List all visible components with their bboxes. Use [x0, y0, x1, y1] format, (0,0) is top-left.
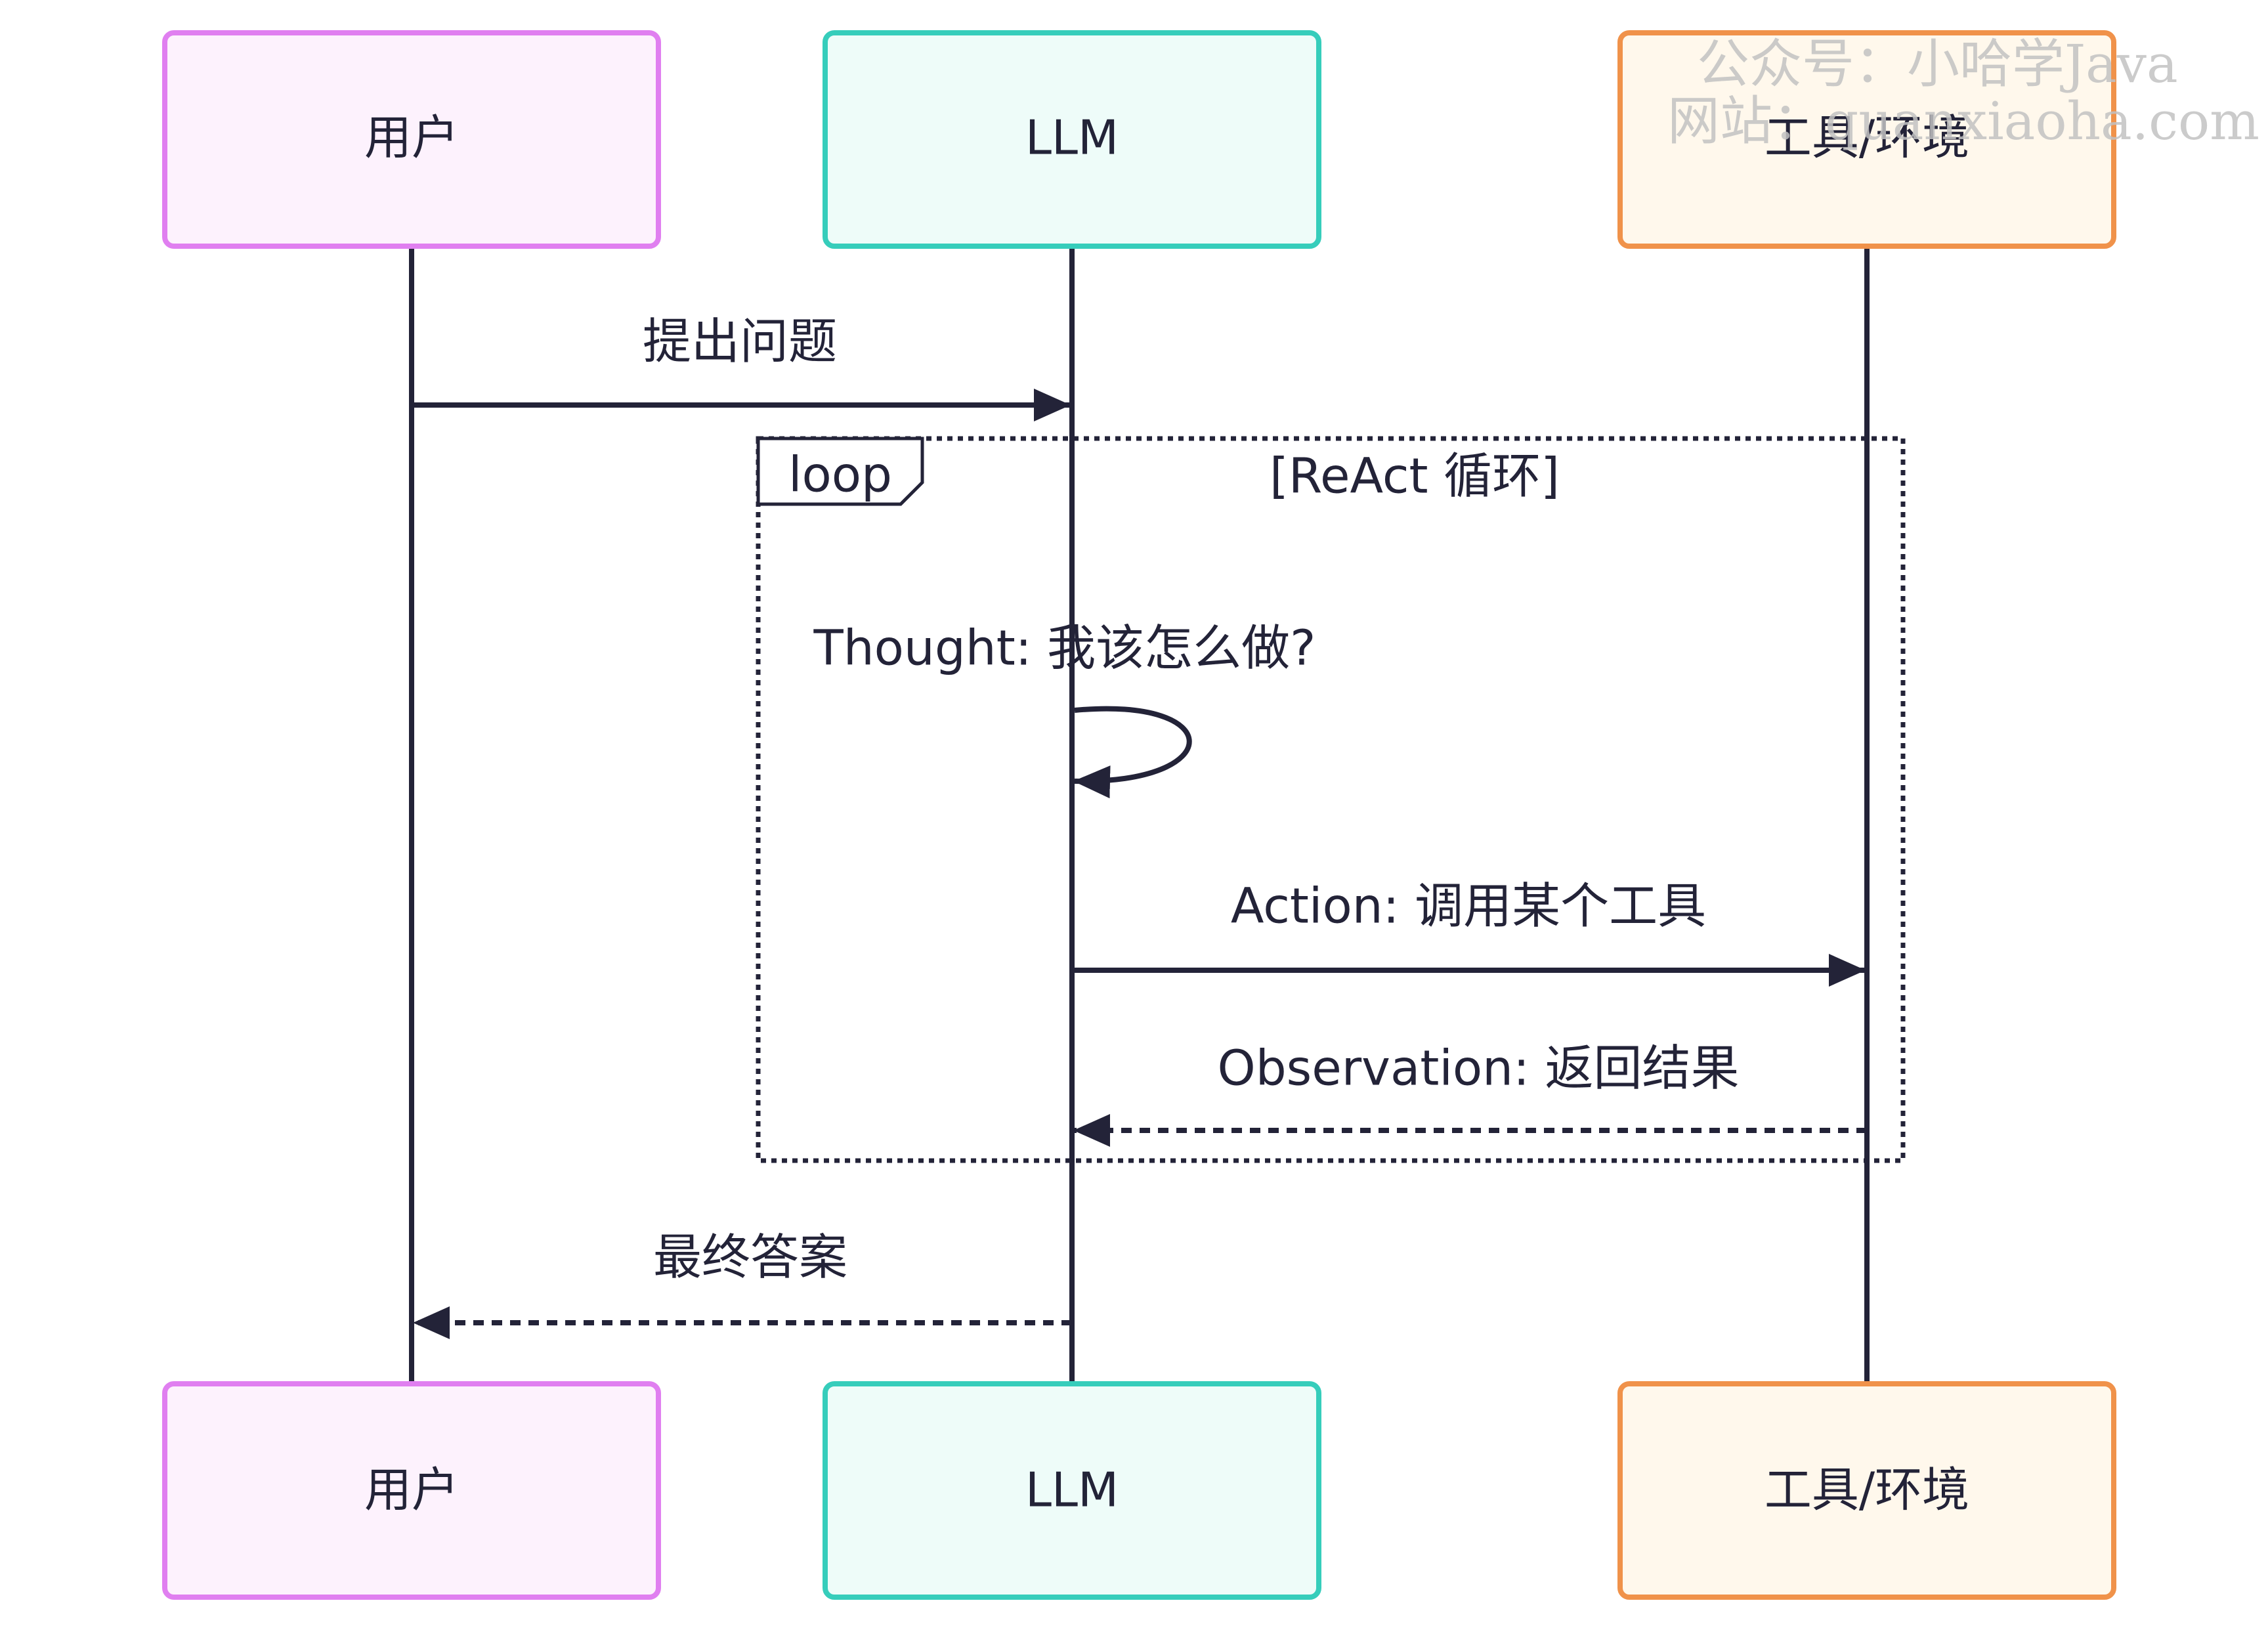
- participant-box: [162, 1381, 661, 1600]
- message-answer: 最终答案: [413, 1230, 1072, 1339]
- participant-box: [1617, 30, 2116, 249]
- message-label: Action: 调用某个工具: [1231, 878, 1706, 935]
- participant-label: LLM: [1025, 1463, 1119, 1518]
- loop-frame: loop [ReAct 循环]: [756, 436, 1906, 1163]
- message-action: Action: 调用某个工具: [1072, 878, 1866, 987]
- message-thought: Thought: 我该怎么做?: [813, 620, 1316, 799]
- message-observation: Observation: 返回结果: [1073, 1040, 1867, 1147]
- watermark-line-2: 网站：quanxiaoha.com: [1667, 91, 2259, 152]
- participant-label: 工具/环境: [1765, 1463, 1969, 1518]
- message-label: 最终答案: [653, 1230, 847, 1286]
- loop-border: [756, 436, 1906, 1163]
- loop-tag: loop: [788, 447, 892, 503]
- self-loop-arrow: [1073, 706, 1192, 799]
- message-label: 提出问题: [643, 314, 837, 370]
- participant-tool-bottom[interactable]: 工具/环境: [1617, 1381, 2116, 1600]
- participant-user-top[interactable]: 用户: [162, 30, 661, 249]
- participant-user-bottom[interactable]: 用户: [162, 1381, 661, 1600]
- participant-llm-top[interactable]: LLM: [823, 30, 1321, 249]
- participant-label: LLM: [1025, 110, 1119, 165]
- participant-box: [1617, 1381, 2116, 1600]
- participant-label: 用户: [364, 110, 459, 165]
- participant-label: 用户: [364, 1463, 459, 1518]
- participant-tool-top[interactable]: 工具/环境: [1617, 30, 2116, 249]
- loop-tag-box: [756, 437, 924, 506]
- message-ask: 提出问题: [412, 314, 1071, 421]
- participant-box: [162, 30, 661, 249]
- participant-label: 工具/环境: [1765, 110, 1969, 165]
- message-label: Observation: 返回结果: [1217, 1040, 1739, 1097]
- participant-box: [823, 1381, 1321, 1600]
- watermark-line-1: 公众号：小哈学Java: [1697, 33, 2178, 95]
- watermark: 公众号：小哈学Java 网站：quanxiaoha.com: [1667, 33, 2259, 152]
- loop-title: [ReAct 循环]: [1270, 448, 1560, 505]
- participant-box: [823, 30, 1321, 249]
- message-label: Thought: 我该怎么做?: [813, 620, 1316, 677]
- participant-llm-bottom[interactable]: LLM: [823, 1381, 1321, 1600]
